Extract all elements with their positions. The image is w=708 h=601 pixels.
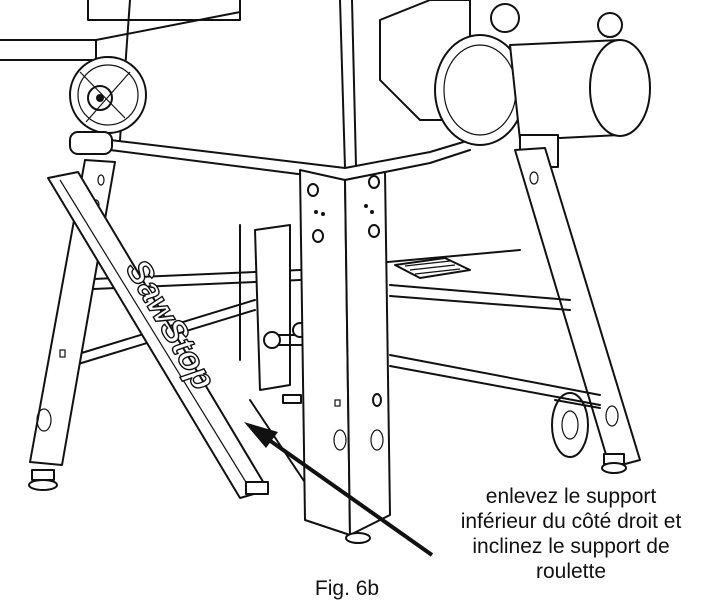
callout-line-3: inclinez le support de [472,535,670,558]
callout-line-4: roulette [535,560,607,583]
callout-arrow [244,422,434,557]
caster-wheel [551,392,601,458]
leg-center-front [299,169,391,544]
motor-assembly [379,0,651,168]
leg-right-rear [514,147,641,474]
callout-line-1: enlevez le support [485,485,657,508]
cabinet-top [0,0,471,181]
figure-caption: Fig. 6b [314,577,380,600]
callout-text: enlevez le support inférieur du côté dro… [438,484,704,584]
handwheel-left [69,56,147,155]
callout-line-2: inférieur du côté droit et [460,510,682,533]
